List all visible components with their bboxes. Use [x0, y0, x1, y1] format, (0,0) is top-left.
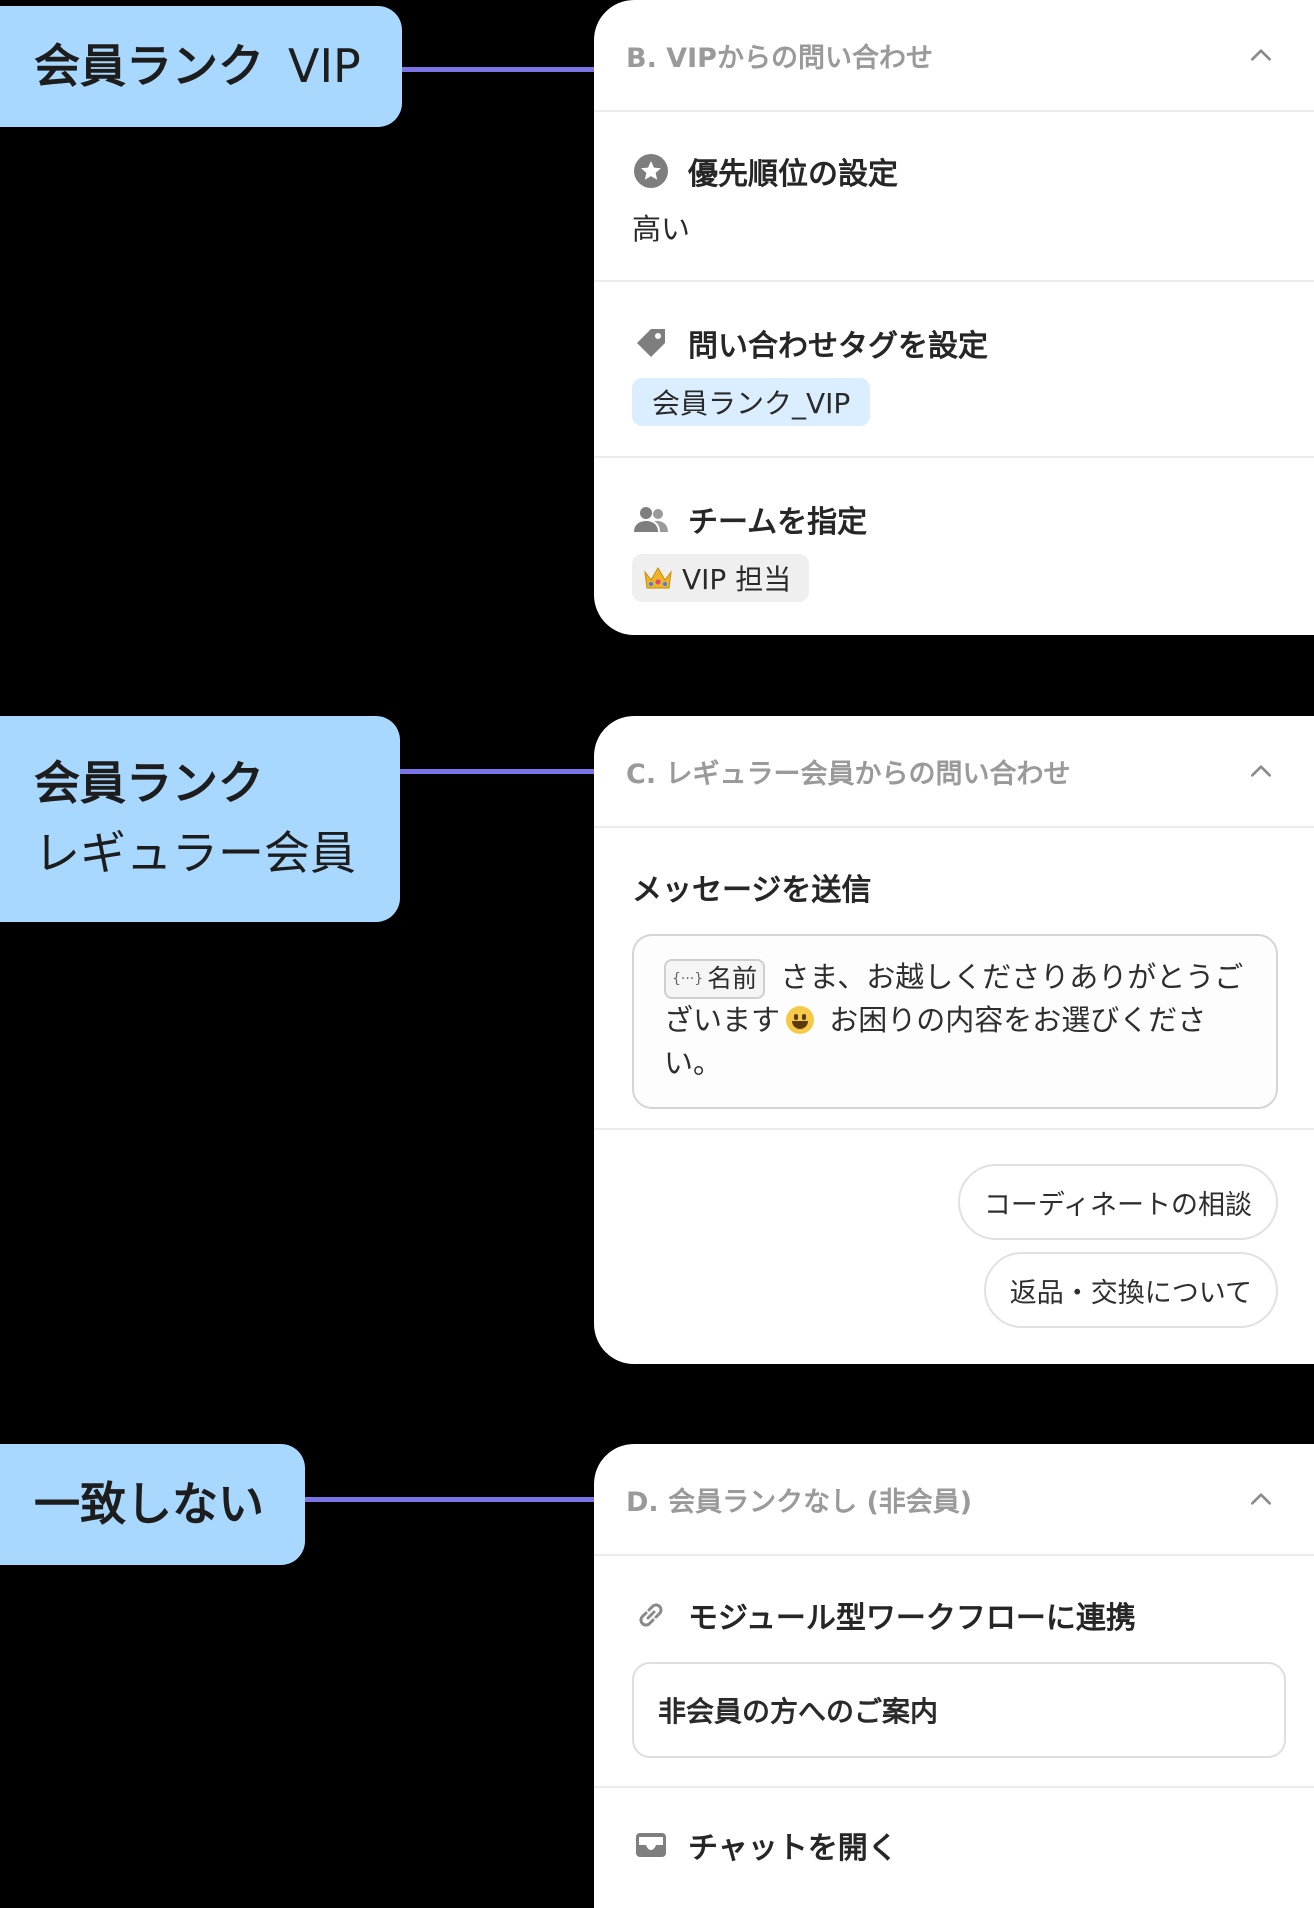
inbox-icon [632, 1826, 670, 1864]
connector-line [402, 67, 594, 72]
rule-panel-regular: C. レギュラー会員からの問い合わせ メッセージを送信 {···}名前 さま、お… [594, 716, 1314, 1364]
rule-label-vip: 会員ランク VIP [0, 6, 402, 127]
quick-reply-button[interactable]: 返品・交換について [983, 1252, 1278, 1328]
team-chip[interactable]: VIP 担当 [632, 554, 810, 602]
chevron-up-icon[interactable] [1248, 758, 1274, 784]
panel-title: C. レギュラー会員からの問い合わせ [626, 758, 1071, 790]
grinning-face-icon [786, 1006, 815, 1034]
priority-value: 高い [632, 212, 691, 246]
workflow-section[interactable]: モジュール型ワークフローに連携 非会員の方へのご案内 [594, 1556, 1314, 1788]
panel-header[interactable]: C. レギュラー会員からの問い合わせ [594, 716, 1314, 828]
star-circle-icon [632, 152, 670, 190]
chat-title: チャットを開く [688, 1831, 898, 1866]
message-section[interactable]: メッセージを送信 {···}名前 さま、お越しくださりありがとうございます お困… [594, 828, 1314, 1130]
quick-replies: コーディネートの相談 返品・交換について [594, 1130, 1314, 1364]
rule-panel-no-match: D. 会員ランクなし (非会員) モジュール型ワークフローに連携 非会員の方への… [594, 1444, 1314, 1908]
priority-section[interactable]: 優先順位の設定 高い [594, 112, 1314, 282]
panel-header[interactable]: B. VIPからの問い合わせ [594, 0, 1314, 112]
message-title: メッセージを送信 [632, 873, 872, 908]
users-icon [632, 500, 670, 538]
crown-icon [644, 567, 672, 589]
workflow-select[interactable]: 非会員の方へのご案内 [632, 1662, 1286, 1758]
connector-line [400, 769, 594, 774]
workflow-title: モジュール型ワークフローに連携 [688, 1601, 1136, 1636]
rule-label-line: 会員ランク [34, 756, 264, 811]
chevron-up-icon[interactable] [1248, 42, 1274, 68]
team-section[interactable]: チームを指定 VIP 担当 [594, 458, 1314, 633]
chat-section[interactable]: チャットを開く [594, 1788, 1314, 1906]
tag-icon [632, 324, 670, 362]
braces-icon: {···} [672, 971, 704, 987]
panel-header[interactable]: D. 会員ランクなし (非会員) [594, 1444, 1314, 1556]
team-value: VIP 担当 [682, 563, 792, 596]
message-body[interactable]: {···}名前 さま、お越しくださりありがとうございます お困りの内容をお選びく… [632, 934, 1278, 1109]
tag-title: 問い合わせタグを設定 [688, 329, 988, 364]
chevron-up-icon[interactable] [1248, 1486, 1274, 1512]
quick-reply-button[interactable]: コーディネートの相談 [957, 1164, 1278, 1240]
message-text: さま、お越しくださりありがとうございます [664, 960, 1244, 1037]
rule-label-regular: 会員ランク レギュラー会員 [0, 716, 400, 922]
link-icon [632, 1596, 670, 1634]
rule-label-line: 会員ランク [34, 38, 264, 93]
message-text: お困りの内容をお選びください。 [664, 1003, 1207, 1080]
priority-title: 優先順位の設定 [688, 157, 898, 192]
team-title: チームを指定 [688, 505, 868, 540]
variable-chip[interactable]: {···}名前 [664, 959, 766, 999]
connector-line [305, 1497, 594, 1502]
rule-label-line: VIP [288, 38, 361, 93]
panel-title: D. 会員ランクなし (非会員) [626, 1486, 973, 1518]
rule-label-line: レギュラー会員 [34, 826, 356, 880]
rule-label-no-match: 一致しない [0, 1444, 305, 1565]
rule-label-line: 一致しない [34, 1476, 264, 1531]
rule-panel-vip: B. VIPからの問い合わせ 優先順位の設定 高い 問い合わせタグを設定 会員ラ… [594, 0, 1314, 635]
tag-section[interactable]: 問い合わせタグを設定 会員ランク_VIP [594, 282, 1314, 458]
tag-chip[interactable]: 会員ランク_VIP [632, 378, 871, 426]
panel-title: B. VIPからの問い合わせ [626, 42, 933, 74]
